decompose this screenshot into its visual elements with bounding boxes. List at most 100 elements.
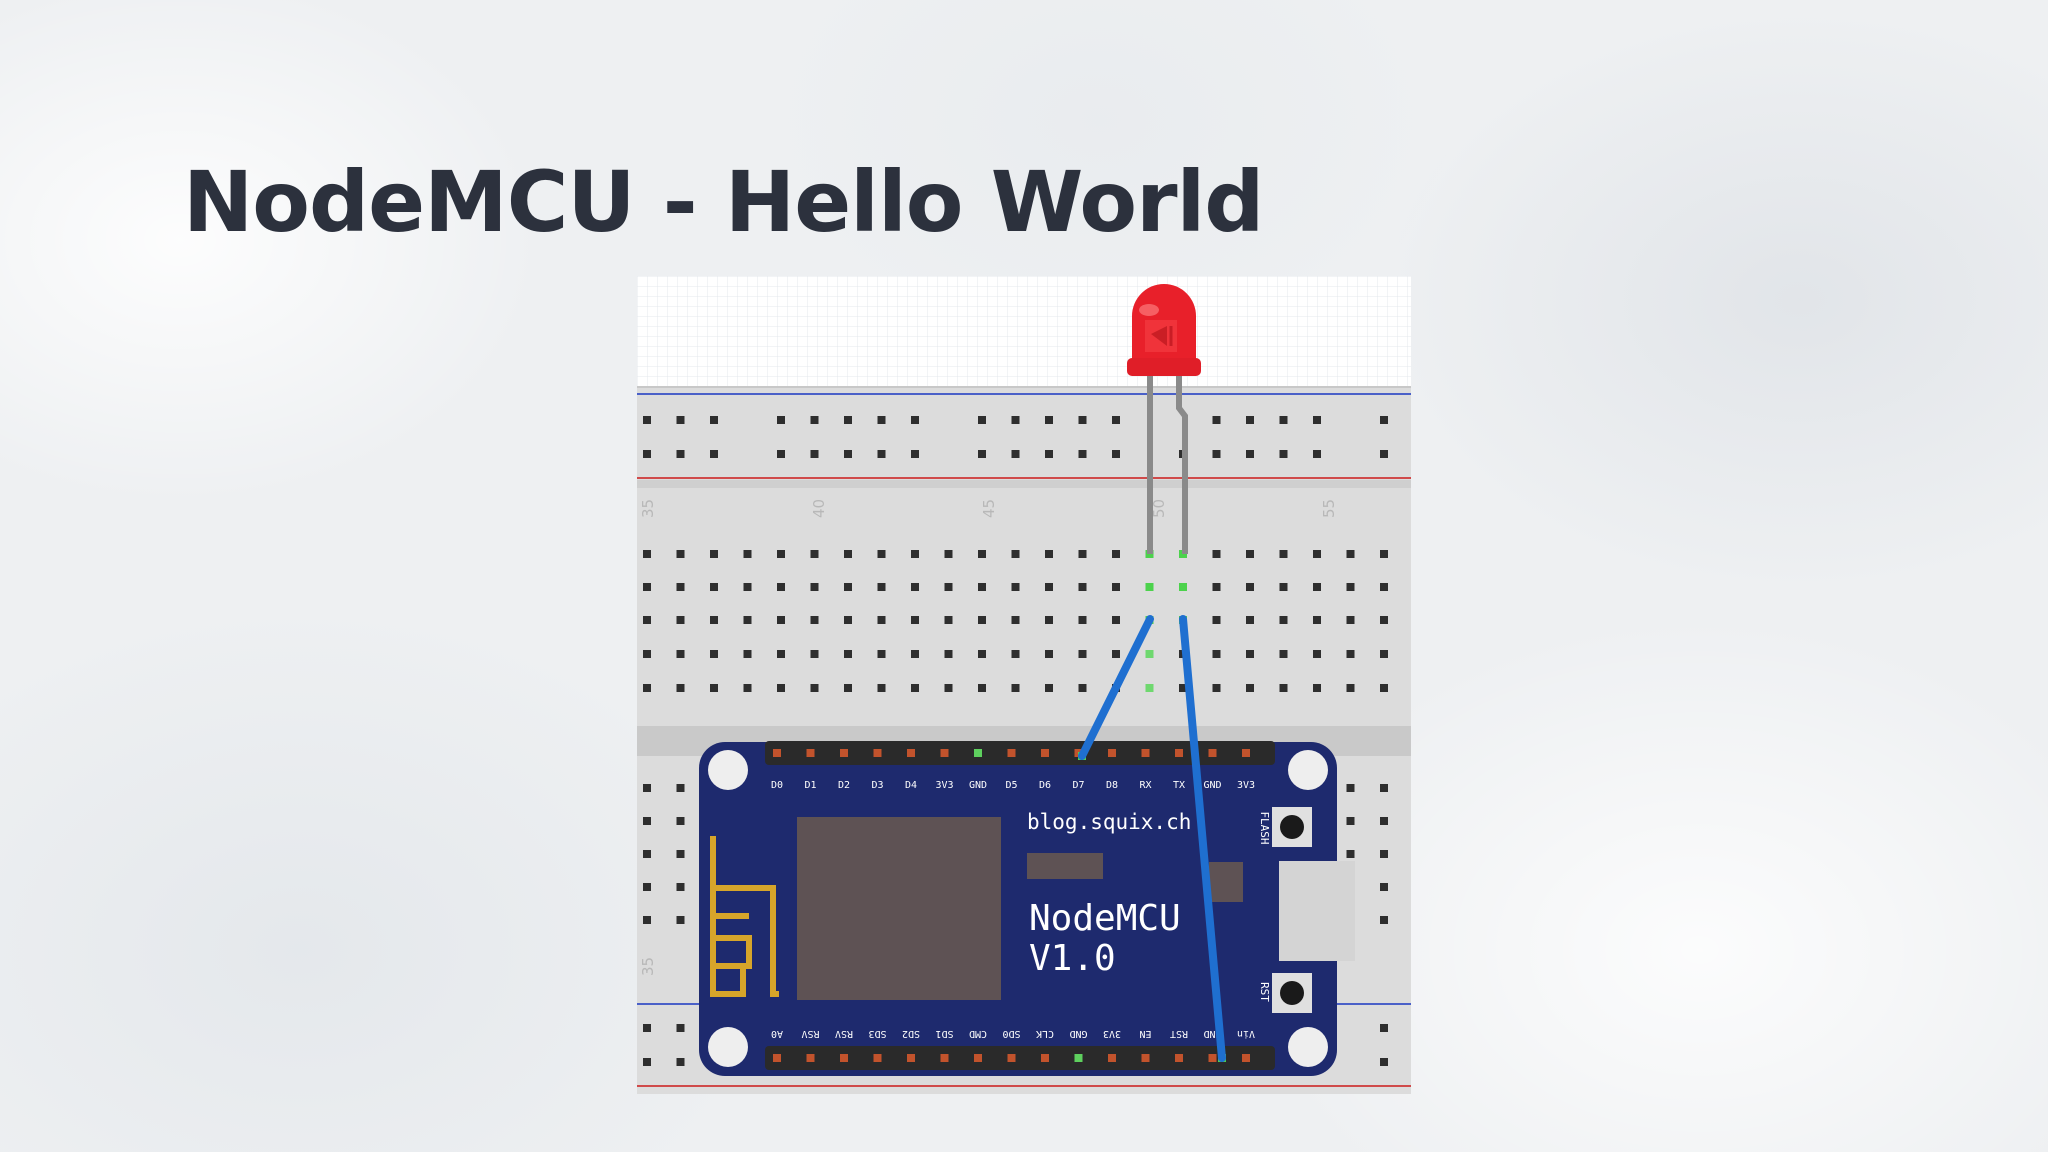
breadboard-hole <box>1380 883 1388 891</box>
breadboard-hole <box>1145 650 1154 658</box>
column-number: 35 <box>639 957 657 976</box>
breadboard-hole <box>643 650 651 658</box>
pin-label: GND <box>969 780 987 791</box>
breadboard-hole <box>978 616 986 624</box>
breadboard-hole <box>676 650 685 658</box>
breadboard-hole <box>810 616 819 624</box>
breadboard-hole <box>1112 583 1120 591</box>
breadboard-hole <box>1078 684 1087 692</box>
breadboard-hole <box>810 550 819 558</box>
header-pin <box>840 749 848 757</box>
chip <box>1209 862 1243 902</box>
breadboard-hole <box>1346 817 1355 825</box>
breadboard-hole <box>1045 550 1053 558</box>
header-pin <box>1108 1054 1116 1062</box>
breadboard-hole <box>710 416 718 424</box>
breadboard-hole <box>810 450 819 458</box>
breadboard-figure: 35 40 45 50 55 35 <box>637 276 1411 1094</box>
column-number: 45 <box>980 499 998 518</box>
breadboard-hole <box>1212 550 1221 558</box>
breadboard-hole <box>1112 550 1120 558</box>
bottom-pin-header <box>765 1046 1275 1070</box>
breadboard-hole <box>676 1058 685 1066</box>
header-pin <box>1175 1054 1183 1062</box>
breadboard-hole <box>911 416 919 424</box>
breadboard-hole <box>944 684 953 692</box>
grid-area <box>637 276 1411 386</box>
header-pin <box>873 1054 882 1062</box>
breadboard-hole <box>1078 650 1087 658</box>
wire-gnd <box>1179 615 1226 1062</box>
header-pin <box>773 749 781 757</box>
header-pin <box>806 749 815 757</box>
breadboard-hole <box>1112 450 1120 458</box>
breadboard-hole <box>1380 1024 1388 1032</box>
breadboard-hole <box>810 416 819 424</box>
header-pin <box>1007 1054 1016 1062</box>
breadboard-hole <box>676 850 685 858</box>
breadboard-hole <box>1145 583 1154 591</box>
breadboard-hole <box>1346 583 1355 591</box>
column-number: 50 <box>1150 499 1168 518</box>
pin-label: 3V3 <box>1103 1028 1121 1039</box>
breadboard-hole <box>978 416 986 424</box>
breadboard-hole <box>1112 650 1120 658</box>
board-name: NodeMCU <box>1029 898 1181 939</box>
breadboard-hole <box>743 583 752 591</box>
breadboard-hole <box>1313 616 1321 624</box>
header-pin <box>1175 749 1183 757</box>
pin-label: D1 <box>804 780 816 791</box>
header-pin <box>974 749 982 757</box>
nodemcu-board: FLASH RST blog.squix.ch NodeMCU V1.0 D0A… <box>699 741 1355 1076</box>
breadboard-hole <box>743 650 752 658</box>
breadboard-hole <box>676 416 685 424</box>
breadboard-hole <box>911 650 919 658</box>
breadboard-hole <box>978 684 986 692</box>
board-version: V1.0 <box>1029 938 1116 979</box>
breadboard-hole <box>911 550 919 558</box>
column-number: 40 <box>810 499 828 518</box>
pin-label: 3V3 <box>935 780 953 791</box>
breadboard-hole <box>1045 616 1053 624</box>
breadboard-hole <box>844 650 852 658</box>
breadboard-hole <box>710 450 718 458</box>
top-pin-header <box>765 741 1275 765</box>
breadboard-hole <box>844 583 852 591</box>
breadboard-hole <box>1313 416 1321 424</box>
breadboard-hole <box>710 650 718 658</box>
breadboard-hole <box>911 450 919 458</box>
breadboard-hole <box>1380 784 1388 792</box>
header-pin <box>1208 749 1217 757</box>
breadboard-hole <box>743 616 752 624</box>
pin-label: GND <box>1203 780 1221 791</box>
breadboard-hole <box>1380 916 1388 924</box>
pin-label: D4 <box>905 780 917 791</box>
breadboard-hole <box>978 450 986 458</box>
pin-label: A0 <box>771 1028 783 1039</box>
slide-title: NodeMCU - Hello World <box>183 153 1264 251</box>
header-pin <box>1242 1054 1250 1062</box>
breadboard-hole <box>1112 616 1120 624</box>
breadboard-hole <box>810 650 819 658</box>
jumper-wires <box>1078 615 1226 1062</box>
breadboard-hole <box>877 684 886 692</box>
breadboard-hole <box>911 583 919 591</box>
breadboard-hole <box>1246 616 1254 624</box>
breadboard-hole <box>1011 583 1020 591</box>
pin-label: SD0 <box>1002 1028 1020 1039</box>
breadboard-hole <box>743 684 752 692</box>
wifi-antenna <box>710 836 779 997</box>
breadboard-hole <box>1279 550 1288 558</box>
breadboard-hole <box>1045 583 1053 591</box>
header-pin <box>1041 749 1049 757</box>
breadboard-hole <box>710 583 718 591</box>
breadboard-hole <box>1279 583 1288 591</box>
breadboard-hole <box>643 450 651 458</box>
breadboard-hole <box>944 650 953 658</box>
breadboard-hole <box>1179 684 1187 692</box>
pin-label: GND <box>1069 1028 1087 1039</box>
breadboard-hole <box>1212 450 1221 458</box>
breadboard-hole <box>1212 684 1221 692</box>
header-pin <box>907 749 915 757</box>
breadboard-hole <box>676 450 685 458</box>
